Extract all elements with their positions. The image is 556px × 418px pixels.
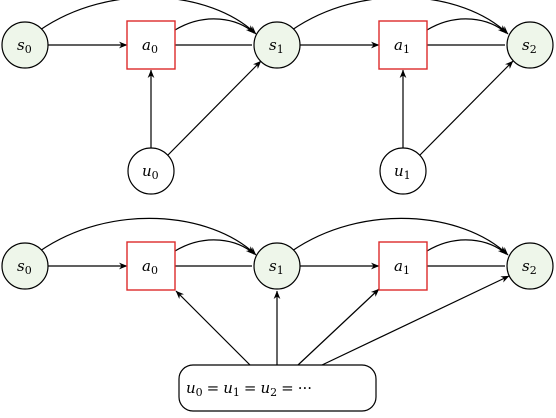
node-base: a [142,257,151,275]
noise-term-u0-base: u [186,379,196,397]
top-graph: s0 s1 s2 a0 a1 u0 u1 [1,0,554,195]
node-sub: 1 [403,43,410,56]
node-base: u [142,162,152,180]
bottom-shared-noise: u0=u1=u2=··· [178,364,377,412]
equals-sign: = [281,379,294,397]
top-noise-u0: u0 [127,147,175,195]
svg-text:a1: a1 [394,36,410,56]
node-sub: 2 [530,43,537,56]
node-sub: 0 [152,169,159,182]
node-circle [506,21,554,69]
svg-text:u0: u0 [142,162,159,182]
bottom-graph: s0 s1 s2 a0 a1 u0=u1=u2=··· [1,217,554,412]
edge-a1-s2-curve [426,18,507,34]
node-base: s [522,36,530,54]
top-noise-u1: u1 [379,147,427,195]
edge-s0-s1-curve [39,0,257,35]
noise-term-u0-sub: 0 [196,386,203,399]
node-box [126,241,176,291]
edge-u0-s1 [166,60,262,157]
node-sub: 1 [403,264,410,277]
noise-term-u2-base: u [261,379,271,397]
node-circle [1,242,49,290]
top-state-s2: s2 [506,21,554,69]
edge-u-s2 [321,275,510,366]
edge-a1-s2-curve [426,239,507,255]
shared-noise-box [178,364,377,412]
edge-u1-s2 [418,60,514,157]
svg-text:u0=u1=u2=···: u0=u1=u2=··· [186,379,312,399]
svg-text:s2: s2 [522,36,537,56]
svg-text:s0: s0 [17,36,32,56]
node-circle [253,21,301,69]
equals-sign: = [207,379,220,397]
svg-text:u1: u1 [394,162,411,182]
top-action-a1: a1 [378,20,428,70]
edge-a0-s1-curve [174,18,255,34]
node-sub: 1 [277,43,284,56]
node-circle [506,242,554,290]
node-base: a [394,36,403,54]
edge-u-a0 [175,290,251,366]
node-base: s [269,257,277,275]
svg-text:a1: a1 [394,257,410,277]
node-sub: 1 [404,169,411,182]
top-state-s1: s1 [253,21,301,69]
node-sub: 2 [530,264,537,277]
node-circle [127,147,175,195]
top-edges [39,0,514,157]
node-box [126,20,176,70]
node-circle [1,21,49,69]
node-sub: 1 [277,264,284,277]
svg-text:a0: a0 [142,36,158,56]
node-base: s [522,257,530,275]
node-sub: 0 [25,264,32,277]
bottom-state-s0: s0 [1,242,49,290]
bottom-action-a1: a1 [378,241,428,291]
bottom-action-a0: a0 [126,241,176,291]
svg-text:a0: a0 [142,257,158,277]
top-state-s0: s0 [1,21,49,69]
node-box [378,20,428,70]
node-base: u [394,162,404,180]
bottom-state-s2: s2 [506,242,554,290]
bottom-state-s1: s1 [253,242,301,290]
edge-a0-s1-curve [174,239,255,255]
node-circle [253,242,301,290]
noise-term-u1-sub: 1 [233,386,240,399]
noise-term-u2-sub: 2 [270,386,277,399]
node-base: a [394,257,403,275]
node-base: s [269,36,277,54]
svg-text:s1: s1 [269,257,284,277]
noise-term-u1-base: u [223,379,233,397]
bottom-edges [39,217,510,366]
edge-s1-s2-curve [291,217,509,256]
node-base: s [17,36,25,54]
node-base: s [17,257,25,275]
node-sub: 0 [151,264,158,277]
equals-sign: = [244,379,257,397]
edge-s1-s2-curve [291,0,509,35]
edge-s0-s1-curve [39,217,257,256]
node-sub: 0 [151,43,158,56]
edge-u-a1 [297,288,380,366]
svg-text:s0: s0 [17,257,32,277]
ellipsis: ··· [298,379,312,397]
svg-text:s2: s2 [522,257,537,277]
svg-text:s1: s1 [269,36,284,56]
node-base: a [142,36,151,54]
node-circle [379,147,427,195]
node-sub: 0 [25,43,32,56]
node-box [378,241,428,291]
top-action-a0: a0 [126,20,176,70]
